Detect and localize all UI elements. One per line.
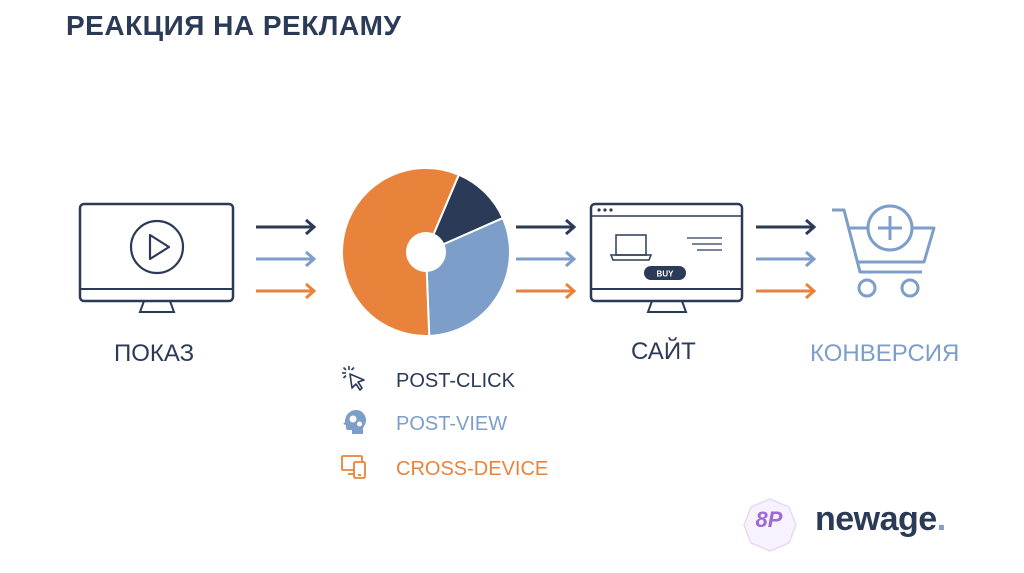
laptop-icon [609,234,653,261]
arrow-light [256,250,317,268]
page-title: РЕАКЦИЯ НА РЕКЛАМУ [66,10,402,41]
buy-button-label: BUY [657,270,675,279]
pie-slice-post-view [424,216,511,337]
pie-slice-post-click [424,173,505,254]
arrow-orange [516,282,577,300]
website-monitor-icon: BUY [589,202,744,313]
badge-8p-text: 8P [755,507,783,532]
legend-cross-device: CROSS-DEVICE [396,458,549,480]
legend-post-click: POST-CLICK [396,370,515,392]
arrow-dark [516,218,577,236]
arrow-orange [756,282,817,300]
pie-slice-cross-device [341,167,461,337]
newage-logo-text: newage [815,500,937,538]
stage-site-label: САЙТ [631,338,696,365]
badge-8p-logo [743,498,797,552]
stage-conversion-label: КОНВЕРСИЯ [810,340,960,367]
buy-button-shape [644,266,686,280]
cart-add-icon [832,204,936,298]
newage-logo: newage. [815,500,946,539]
donut-chart [341,167,511,337]
flow-arrows-2 [516,218,577,300]
donut-hole [406,232,446,272]
arrow-light [756,250,817,268]
head-gears-icon [343,410,366,434]
newage-logo-dot: . [936,500,946,538]
arrow-orange [256,282,317,300]
legend-post-view: POST-VIEW [396,413,508,435]
flow-arrows-3 [756,218,817,300]
cursor-click-icon [342,366,365,391]
arrow-light [516,250,577,268]
arrow-dark [256,218,317,236]
stage-show-label: ПОКАЗ [114,340,195,367]
monitor-play-icon [78,202,235,313]
devices-icon [341,455,366,479]
arrow-dark [756,218,817,236]
flow-arrows-1 [256,218,317,300]
